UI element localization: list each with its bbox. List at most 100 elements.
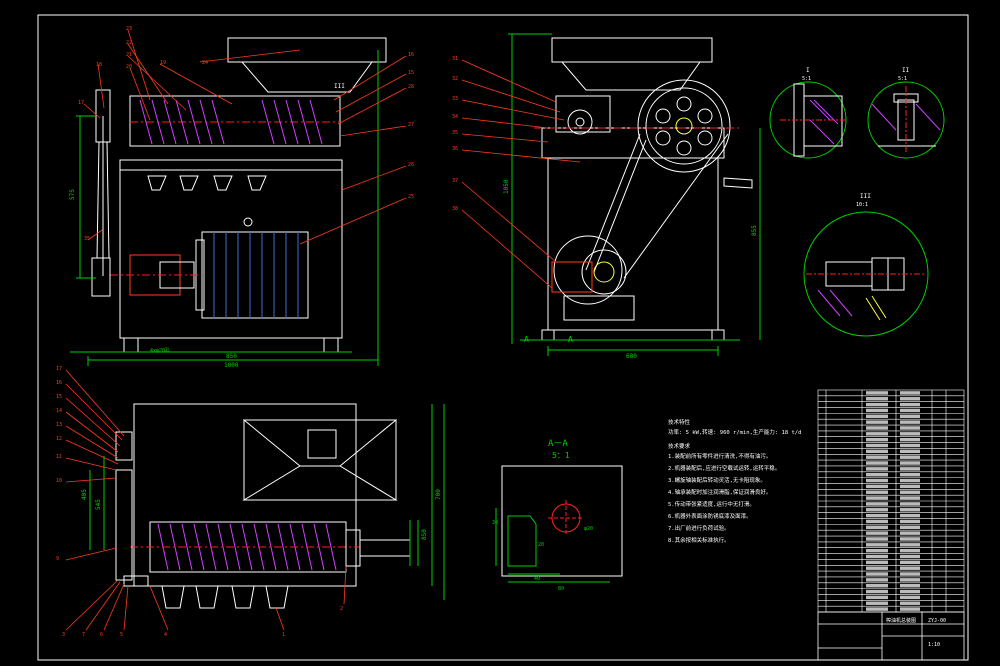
top-callouts-left: 17 16 15 14 13 12 11 10 9 xyxy=(56,366,62,562)
svg-text:23: 23 xyxy=(126,26,132,32)
svg-text:7: 7 xyxy=(82,632,85,638)
section-aa-scale: 5：1 xyxy=(552,451,570,460)
svg-text:18: 18 xyxy=(96,62,102,68)
svg-text:17: 17 xyxy=(78,100,84,106)
front-dim-height: 575 xyxy=(69,189,76,200)
side-dim-width: 680 xyxy=(626,353,637,360)
svg-text:35: 35 xyxy=(84,236,90,242)
svg-text:2: 2 xyxy=(340,606,343,612)
svg-text:25: 25 xyxy=(408,194,414,200)
svg-text:13: 13 xyxy=(56,422,62,428)
svg-text:26: 26 xyxy=(408,162,414,168)
section-aa-dim-b2: 40 xyxy=(534,576,540,582)
svg-text:28: 28 xyxy=(408,84,414,90)
section-aa-title: A－A xyxy=(548,439,568,449)
svg-text:3: 3 xyxy=(62,632,65,638)
svg-text:17: 17 xyxy=(56,366,62,372)
svg-text:15: 15 xyxy=(408,70,414,76)
front-dim-inner: 850 xyxy=(226,353,237,360)
front-dim-foot: 4xφ20孔 xyxy=(150,347,170,354)
tech-note-line: 1.装配前所有零件进行清洗,不得有油污。 xyxy=(668,452,771,460)
top-dim-total: 700 xyxy=(435,489,442,500)
section-aa-dim-left: 30 xyxy=(492,520,498,526)
top-view xyxy=(115,403,410,609)
detail-1-scale: 5:1 xyxy=(802,76,811,82)
top-dim-h2: 545 xyxy=(95,499,102,510)
tech-notes-spec: 功率: 5 kW,转速: 960 r/min,生产能力: 18 t/d xyxy=(668,428,801,436)
svg-text:34: 34 xyxy=(452,114,458,120)
tech-notes: 技术特性 功率: 5 kW,转速: 960 r/min,生产能力: 18 t/d… xyxy=(668,418,801,544)
side-view xyxy=(534,37,753,341)
svg-text:37: 37 xyxy=(452,178,458,184)
tech-note-line: 6.机器外表面涂防锈底漆及面漆。 xyxy=(668,512,752,520)
svg-text:1: 1 xyxy=(282,632,285,638)
detail-3-label: III xyxy=(860,193,871,200)
top-callouts-bottom: 3 7 6 5 4 2 1 xyxy=(62,606,343,638)
svg-text:31: 31 xyxy=(452,56,458,62)
detail-1-label: I xyxy=(806,67,810,74)
section-aa-dim-hole: φ20 xyxy=(584,526,593,532)
front-callouts: 23 22 21 20 19 18 17 24 16 15 28 27 26 2… xyxy=(78,26,414,242)
tech-note-line: 8.其余按相关标准执行。 xyxy=(668,536,730,544)
side-marker-right: A xyxy=(568,335,573,344)
svg-text:38: 38 xyxy=(452,206,458,212)
svg-text:27: 27 xyxy=(408,122,414,128)
front-section-mark: III xyxy=(334,83,345,90)
svg-text:6: 6 xyxy=(100,632,103,638)
detail-2 xyxy=(867,81,945,159)
svg-text:16: 16 xyxy=(56,380,62,386)
svg-text:36: 36 xyxy=(452,146,458,152)
svg-text:35: 35 xyxy=(452,130,458,136)
title-block xyxy=(817,611,965,661)
svg-text:10: 10 xyxy=(56,478,62,484)
svg-text:14: 14 xyxy=(56,408,62,414)
tech-note-line: 3.螺旋轴装配后转动灵活,无卡阻现象。 xyxy=(668,476,766,484)
svg-text:19: 19 xyxy=(160,60,166,66)
tech-notes-req-title: 技术要求 xyxy=(668,442,691,450)
title-block-scale: 1:10 xyxy=(928,642,940,648)
front-view-dims xyxy=(76,50,379,366)
detail-2-scale: 5:1 xyxy=(898,76,907,82)
svg-text:33: 33 xyxy=(452,96,458,102)
detail-3-scale: 10:1 xyxy=(856,202,868,208)
section-aa-dim-mid: 20 xyxy=(538,542,544,548)
tech-notes-title: 技术特性 xyxy=(668,418,691,426)
svg-text:16: 16 xyxy=(408,52,414,58)
svg-text:21: 21 xyxy=(126,52,132,58)
title-block-code: ZYJ-00 xyxy=(928,618,946,624)
sheet-frame xyxy=(37,14,969,661)
section-aa-dim-bottom: 80 xyxy=(558,586,564,592)
svg-text:9: 9 xyxy=(56,556,59,562)
front-dim-total: 1000 xyxy=(224,362,239,369)
svg-text:4: 4 xyxy=(164,632,167,638)
tech-note-line: 7.出厂前进行负荷试验。 xyxy=(668,524,730,532)
svg-text:5: 5 xyxy=(120,632,123,638)
top-dim-h1: 405 xyxy=(81,489,88,500)
svg-text:12: 12 xyxy=(56,436,62,442)
front-view xyxy=(70,37,387,353)
svg-text:32: 32 xyxy=(452,76,458,82)
svg-text:24: 24 xyxy=(202,60,208,66)
svg-text:15: 15 xyxy=(56,394,62,400)
parts-list xyxy=(817,389,965,613)
svg-text:22: 22 xyxy=(126,40,132,46)
tech-note-line: 2.机器装配后,应进行空载试运转,运转平稳。 xyxy=(668,464,780,472)
side-leaders xyxy=(461,59,581,289)
front-leaders xyxy=(83,29,407,245)
side-dim-right: 855 xyxy=(751,225,758,236)
svg-text:20: 20 xyxy=(126,64,132,70)
side-view-dims xyxy=(508,33,761,356)
title-block-name: 榨油机总装图 xyxy=(886,617,916,624)
section-aa xyxy=(495,465,623,583)
detail-1 xyxy=(769,81,847,159)
detail-3 xyxy=(803,211,929,337)
side-marker-left: A xyxy=(524,335,529,344)
top-view-dims xyxy=(89,404,445,600)
tech-note-line: 4.轴承装配时加注润滑脂,保证润滑良好。 xyxy=(668,488,771,496)
svg-text:11: 11 xyxy=(56,454,62,460)
side-dim-height: 1050 xyxy=(503,179,510,194)
top-dim-width: 850 xyxy=(421,529,428,540)
detail-2-label: II xyxy=(902,67,910,74)
top-leaders xyxy=(65,369,347,631)
